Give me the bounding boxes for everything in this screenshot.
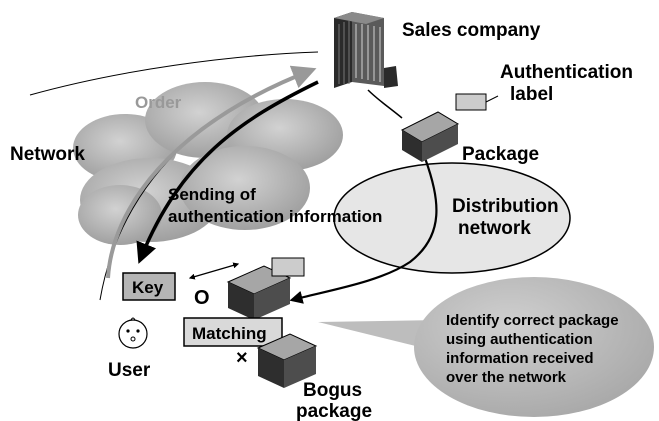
distribution-network-ellipse	[333, 162, 571, 274]
key-comparison-arrow	[188, 262, 240, 280]
authentication-label-line2: label	[510, 84, 553, 105]
sending-label-line2: authentication information	[168, 207, 382, 226]
delivery-arrow	[289, 157, 438, 304]
distribution-label-line2: network	[458, 218, 531, 239]
callout-pointer	[318, 320, 440, 352]
sending-label-line1: Sending of	[168, 185, 256, 204]
key-box	[122, 272, 176, 301]
matching-box	[183, 317, 283, 347]
callout-line2: using authentication	[446, 331, 593, 348]
authentication-label-line1: Authentication	[500, 62, 633, 83]
package-label: Package	[462, 144, 539, 165]
bogus-label-line1: Bogus	[303, 380, 362, 401]
bogus-label-line2: package	[296, 401, 372, 421]
user-face-icon	[118, 317, 148, 349]
received-authentication-label-icon	[271, 257, 305, 277]
callout-line1: Identify correct package	[446, 312, 619, 329]
network-cloud	[73, 82, 343, 245]
matching-label: Matching	[192, 324, 267, 343]
correct-mark: O	[194, 287, 210, 309]
callout-bubble	[414, 277, 654, 417]
shipment-line	[367, 89, 403, 119]
bogus-mark: ×	[236, 347, 248, 369]
order-label: Order	[135, 93, 182, 112]
distribution-label-line1: Distribution	[452, 196, 559, 217]
callout-line3: information received	[446, 350, 594, 367]
authentication-label-icon	[455, 93, 487, 111]
user-label: User	[108, 360, 151, 381]
bogus-package-icon	[256, 333, 318, 388]
authentication-info-arrow	[136, 80, 319, 264]
package-icon	[400, 111, 460, 162]
key-label: Key	[132, 278, 164, 297]
network-label: Network	[10, 144, 85, 165]
sales-company-label: Sales company	[402, 20, 541, 41]
building-icon	[334, 12, 398, 88]
callout-line4: over the network	[446, 369, 567, 386]
authentication-label-pointer	[485, 95, 499, 103]
order-arrow	[106, 65, 317, 279]
